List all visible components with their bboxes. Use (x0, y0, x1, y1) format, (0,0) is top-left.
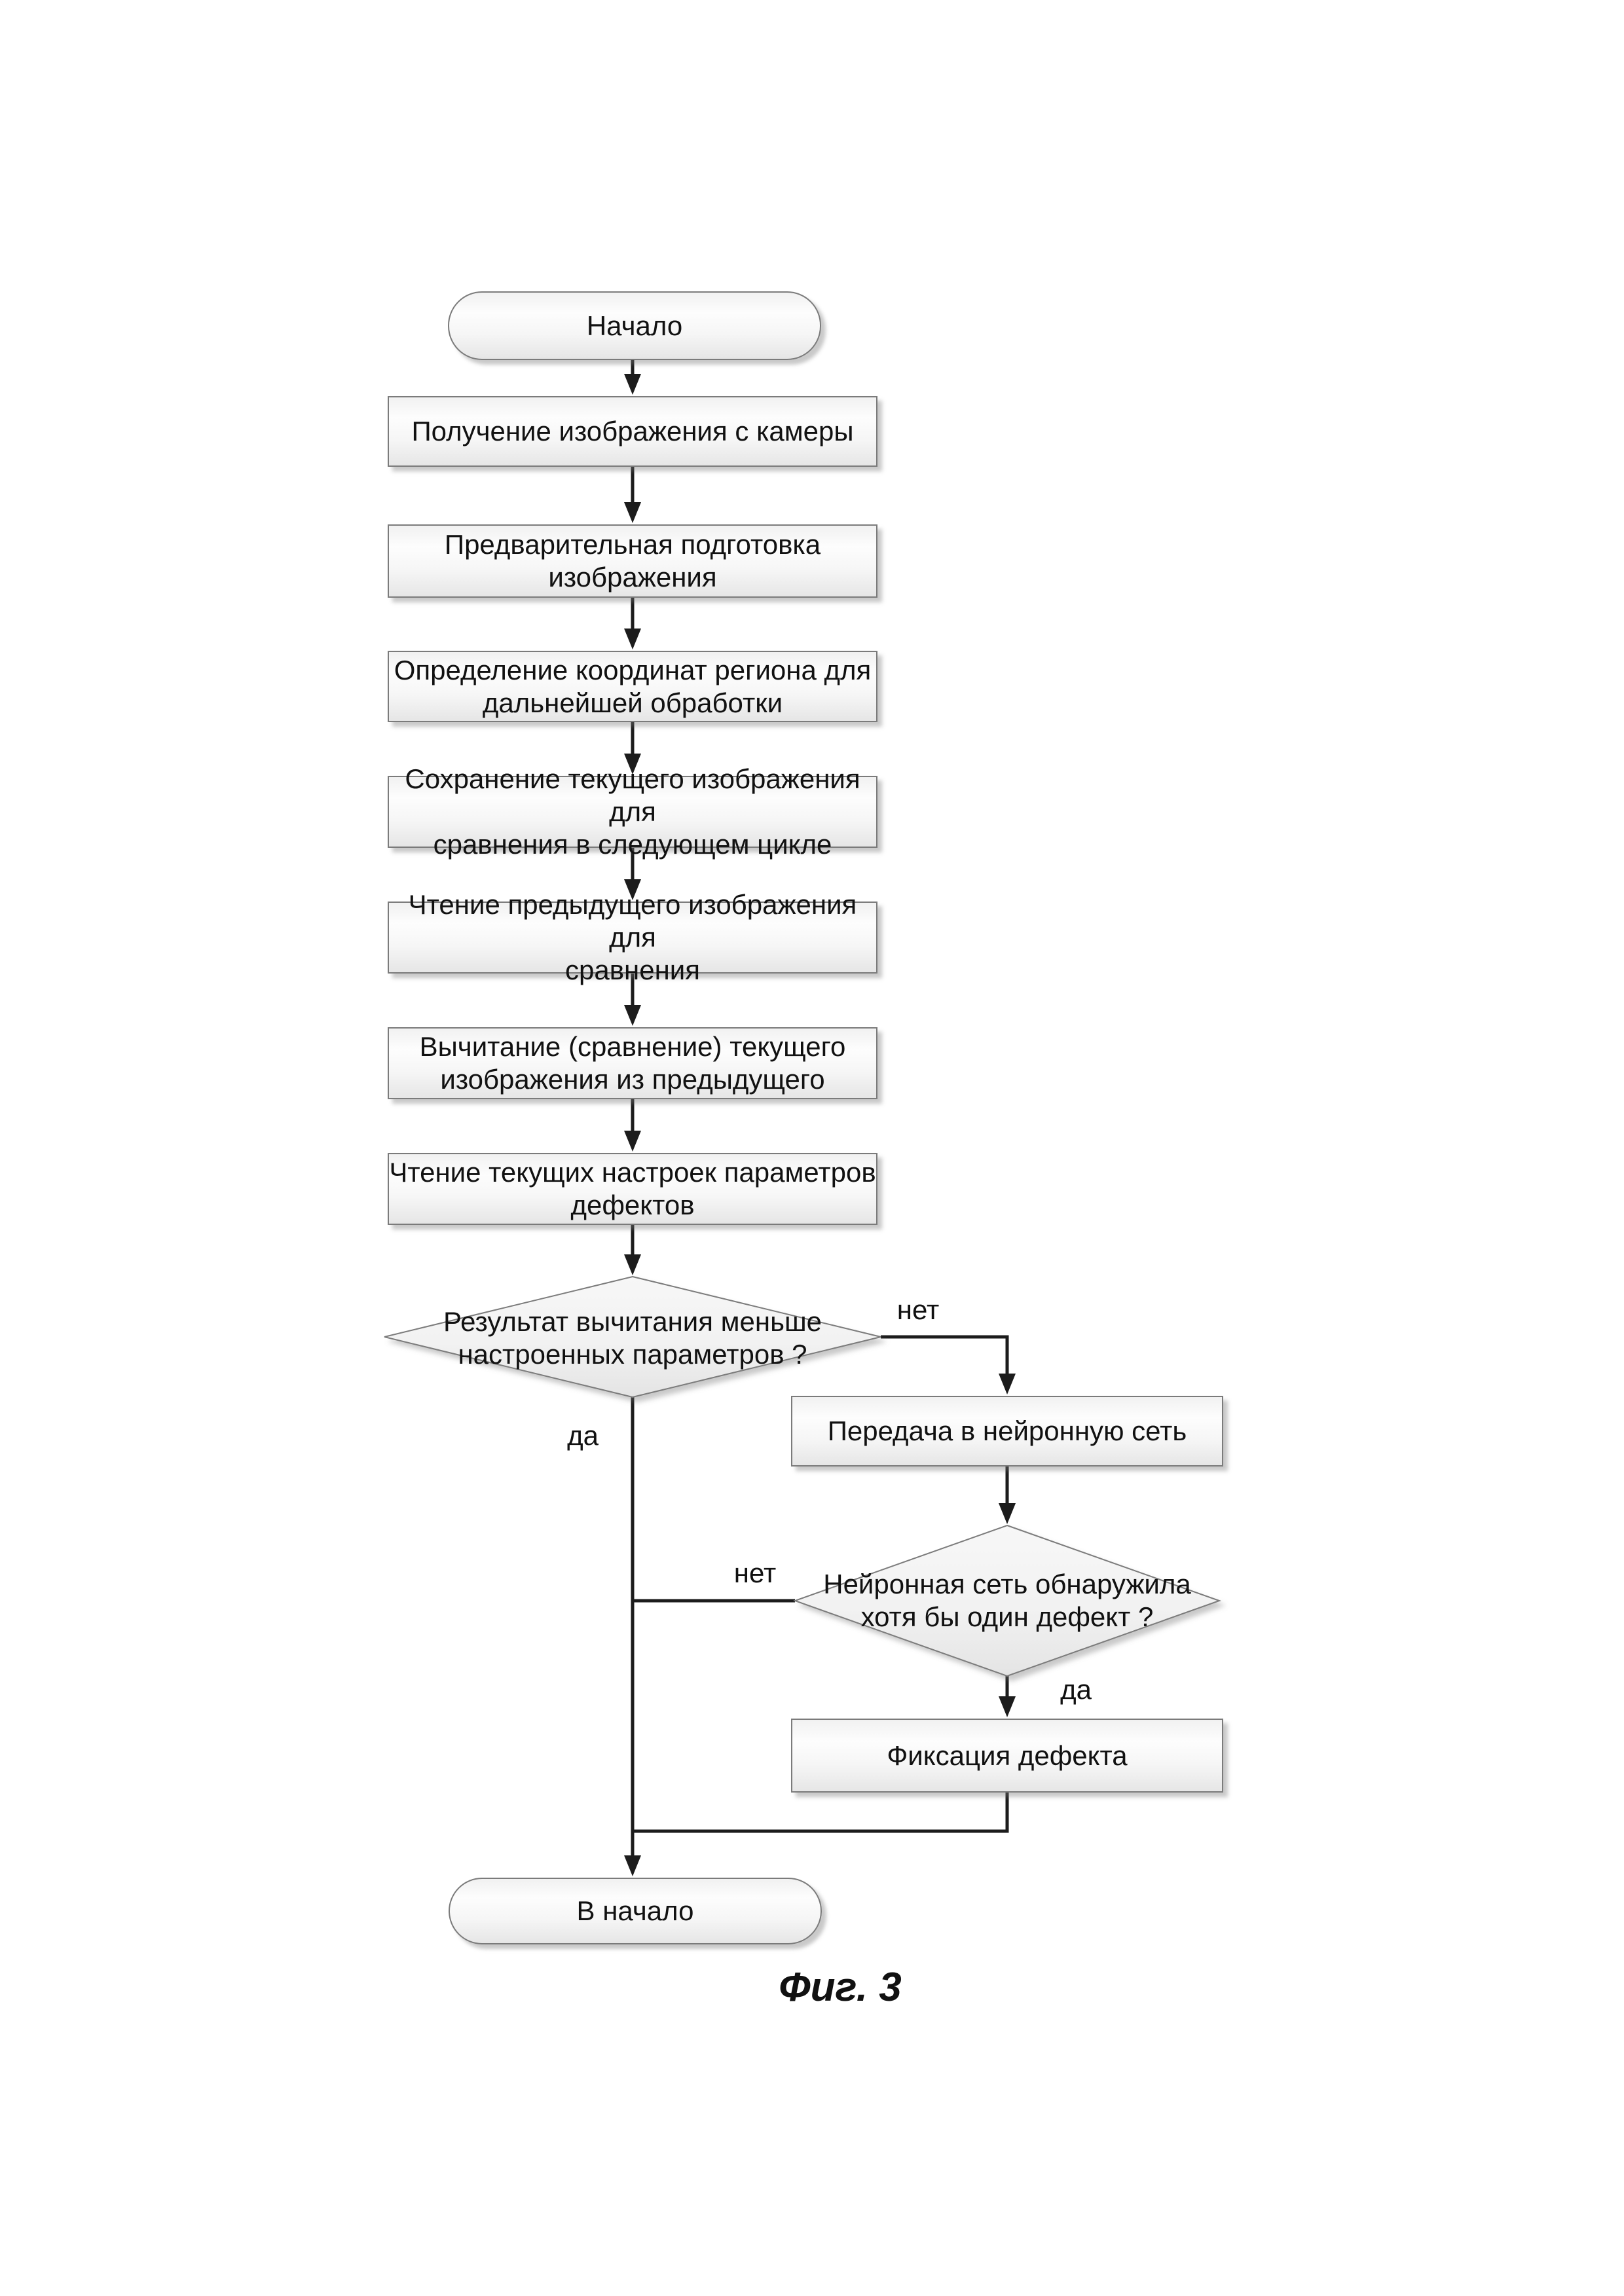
node-process-save-current-image: Сохранение текущего изображения для срав… (388, 763, 877, 860)
node-label-line: Начало (586, 310, 683, 341)
node-label-line: сравнения в следующем цикле (433, 829, 832, 860)
decision-diamond-threshold (384, 1275, 881, 1398)
arrow-preprocess-to-region (624, 598, 641, 649)
node-label-line: сравнения (565, 955, 700, 985)
edge-decision2-yes (999, 1676, 1016, 1717)
node-label-line: дальнейшей обработки (482, 687, 783, 718)
decision-neural-text: Нейронная сеть обнаружила хотя бы один д… (817, 1529, 1197, 1672)
arrow-save-to-read-previous (624, 848, 641, 900)
node-label-line: В начало (576, 1895, 694, 1926)
edge-decision1-no (881, 1335, 1016, 1394)
arrow-region-to-save (624, 722, 641, 774)
edge-label-decision2-yes: да (1060, 1674, 1092, 1705)
arrow-read-previous-to-subtract (624, 974, 641, 1026)
node-label-line: настроенных параметров ? (458, 1339, 807, 1370)
edge-label-decision1-yes: да (567, 1420, 599, 1451)
edge-fix-defect-return (633, 1793, 1009, 1833)
figure-caption: Фиг. 3 (779, 1965, 902, 2010)
node-end-terminator: В начало (449, 1878, 822, 1944)
node-process-fix-defect: Фиксация дефекта (791, 1719, 1223, 1793)
arrow-subtract-to-read-settings (624, 1099, 641, 1152)
node-label-line: Результат вычитания меньше (443, 1306, 822, 1337)
node-label-line: Чтение текущих настроек параметров (389, 1157, 876, 1188)
decision-threshold-text: Результат вычитания меньше настроенных п… (403, 1281, 862, 1396)
node-process-preprocess-image: Предварительная подготовка изображения (388, 524, 877, 598)
node-label-line: Передача в нейронную сеть (827, 1415, 1187, 1446)
node-process-read-defect-settings: Чтение текущих настроек параметров дефек… (388, 1153, 877, 1225)
node-process-subtract-images: Вычитание (сравнение) текущего изображен… (388, 1027, 877, 1099)
edge-label-decision1-no: нет (896, 1294, 940, 1325)
node-label-line: изображения (548, 562, 717, 592)
node-label-line: хотя бы один дефект ? (860, 1601, 1154, 1632)
node-process-read-previous-image: Чтение предыдущего изображения для сравн… (388, 889, 877, 985)
node-label-line: изображения из предыдущего (440, 1064, 825, 1095)
node-label-line: дефектов (570, 1190, 695, 1220)
node-label-line: Фиксация дефекта (887, 1740, 1128, 1771)
arrow-start-to-capture (624, 360, 641, 395)
node-label-line: Нейронная сеть обнаружила (823, 1569, 1191, 1599)
node-label-line: Определение координат региона для (394, 654, 872, 685)
arrow-capture-to-preprocess (624, 467, 641, 523)
node-start-terminator: Начало (448, 291, 821, 360)
edge-decision1-yes (624, 1397, 641, 1876)
node-process-region-coordinates: Определение координат региона для дальне… (388, 651, 877, 722)
node-process-send-to-neural-network: Передача в нейронную сеть (791, 1396, 1223, 1467)
arrow-neural-to-decision2 (999, 1467, 1016, 1524)
node-label-line: Сохранение текущего изображения для (405, 763, 860, 827)
node-label-line: Чтение предыдущего изображения для (408, 889, 857, 953)
node-label-line: Предварительная подготовка (444, 529, 821, 560)
node-process-capture-image: Получение изображения с камеры (388, 396, 877, 467)
edge-label-decision2-no: нет (733, 1558, 777, 1588)
arrow-read-settings-to-decision1 (624, 1225, 641, 1275)
decision-diamond-neural (793, 1524, 1221, 1677)
node-label-line: Вычитание (сравнение) текущего (419, 1031, 846, 1062)
node-label-line: Получение изображения с камеры (411, 416, 854, 446)
